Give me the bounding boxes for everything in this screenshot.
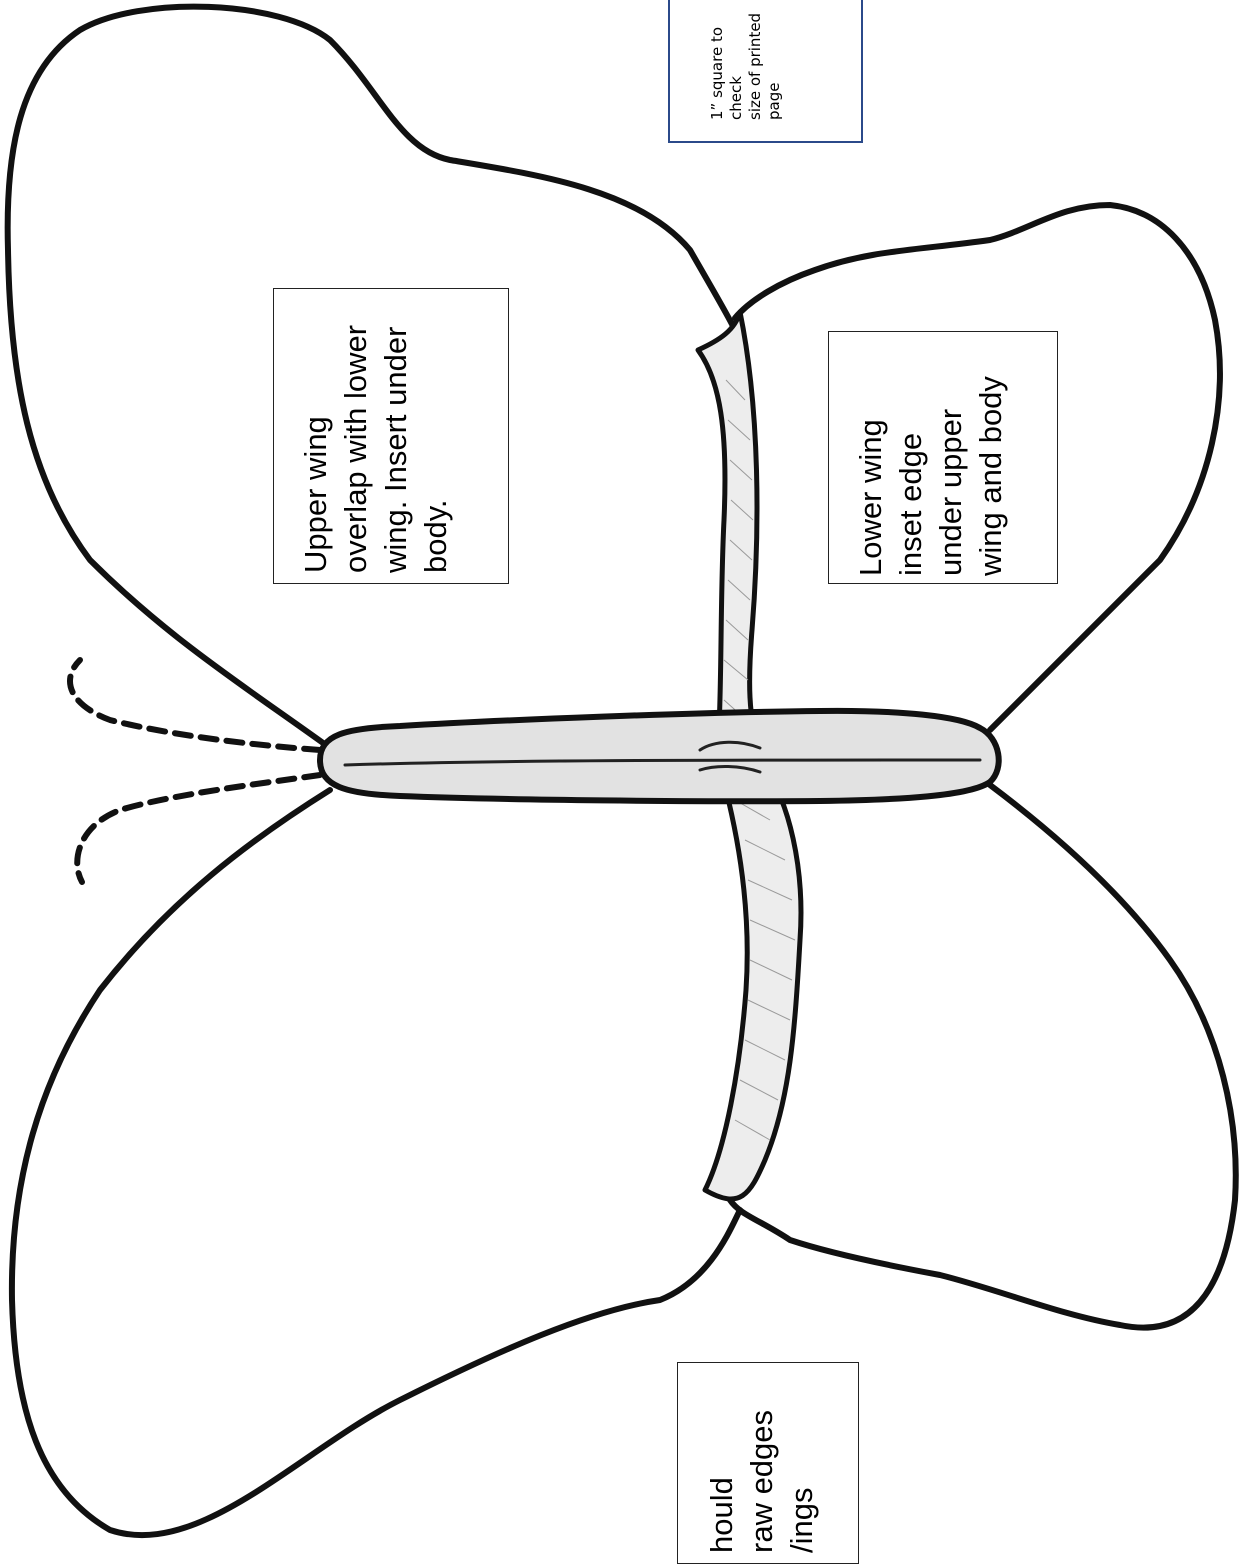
note-line: body. — [416, 299, 456, 573]
note-line: check — [727, 0, 746, 120]
upper-wing-bottom-outline — [12, 790, 740, 1535]
note-line: under upper — [931, 336, 971, 576]
antenna-top — [70, 660, 320, 750]
note-line: /ings — [782, 1373, 822, 1553]
scale-check-box: 1” square to check size of printed page — [668, 0, 863, 143]
lower-wing-note-box: Lower wing inset edge under upper wing a… — [828, 331, 1058, 584]
note-line: Upper wing — [296, 299, 336, 573]
note-line: size of printed — [746, 0, 765, 120]
butterfly-body — [320, 711, 999, 801]
upper-wing-overlap-band — [698, 312, 760, 750]
scale-check-note: 1” square to check size of printed page — [708, 0, 784, 120]
note-line: 1” square to — [708, 0, 727, 120]
note-line: inset edge — [891, 336, 931, 576]
note-line: wing. Insert under — [376, 299, 416, 573]
note-line: Lower wing — [851, 336, 891, 576]
partial-note: hould raw edges /ings — [702, 1373, 822, 1553]
note-line: hould — [702, 1373, 742, 1553]
upper-wing-note-box: Upper wing overlap with lower wing. Inse… — [273, 288, 509, 584]
partial-note-box: hould raw edges /ings — [677, 1362, 859, 1564]
lower-wing-bottom-outline — [730, 785, 1236, 1328]
note-line: wing and body — [971, 336, 1011, 576]
note-line: overlap with lower — [336, 299, 376, 573]
note-line: page — [765, 0, 784, 120]
antenna-bottom — [77, 775, 320, 882]
note-line: raw edges — [742, 1373, 782, 1553]
lower-wing-overlap-band — [705, 760, 801, 1199]
upper-wing-note: Upper wing overlap with lower wing. Inse… — [296, 299, 456, 573]
lower-wing-note: Lower wing inset edge under upper wing a… — [851, 336, 1011, 576]
